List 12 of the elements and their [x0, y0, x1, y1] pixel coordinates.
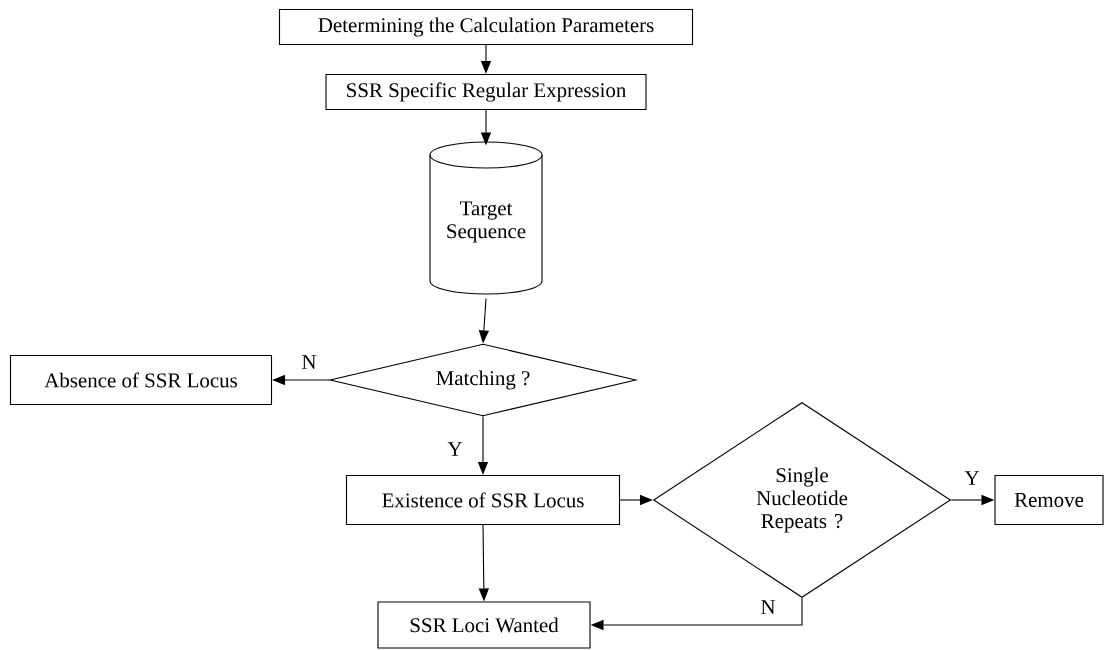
node-label: Target Sequence: [447, 201, 526, 243]
database-cylinder: Target Sequence: [429, 141, 543, 295]
process-box: SSR Loci Wanted: [377, 601, 591, 649]
edge-label: N: [300, 354, 318, 370]
edge-label: Y: [963, 470, 981, 486]
process-box: SSR Specific Regular Expression: [325, 73, 647, 111]
process-box: Determining the Calculation Parameters: [278, 8, 694, 46]
process-box: Remove: [994, 474, 1104, 526]
process-box: Existence of SSR Locus: [345, 474, 621, 526]
edge-label: N: [759, 599, 777, 615]
process-box: Absence of SSR Locus: [9, 354, 273, 406]
edge-label: Y: [446, 441, 464, 457]
